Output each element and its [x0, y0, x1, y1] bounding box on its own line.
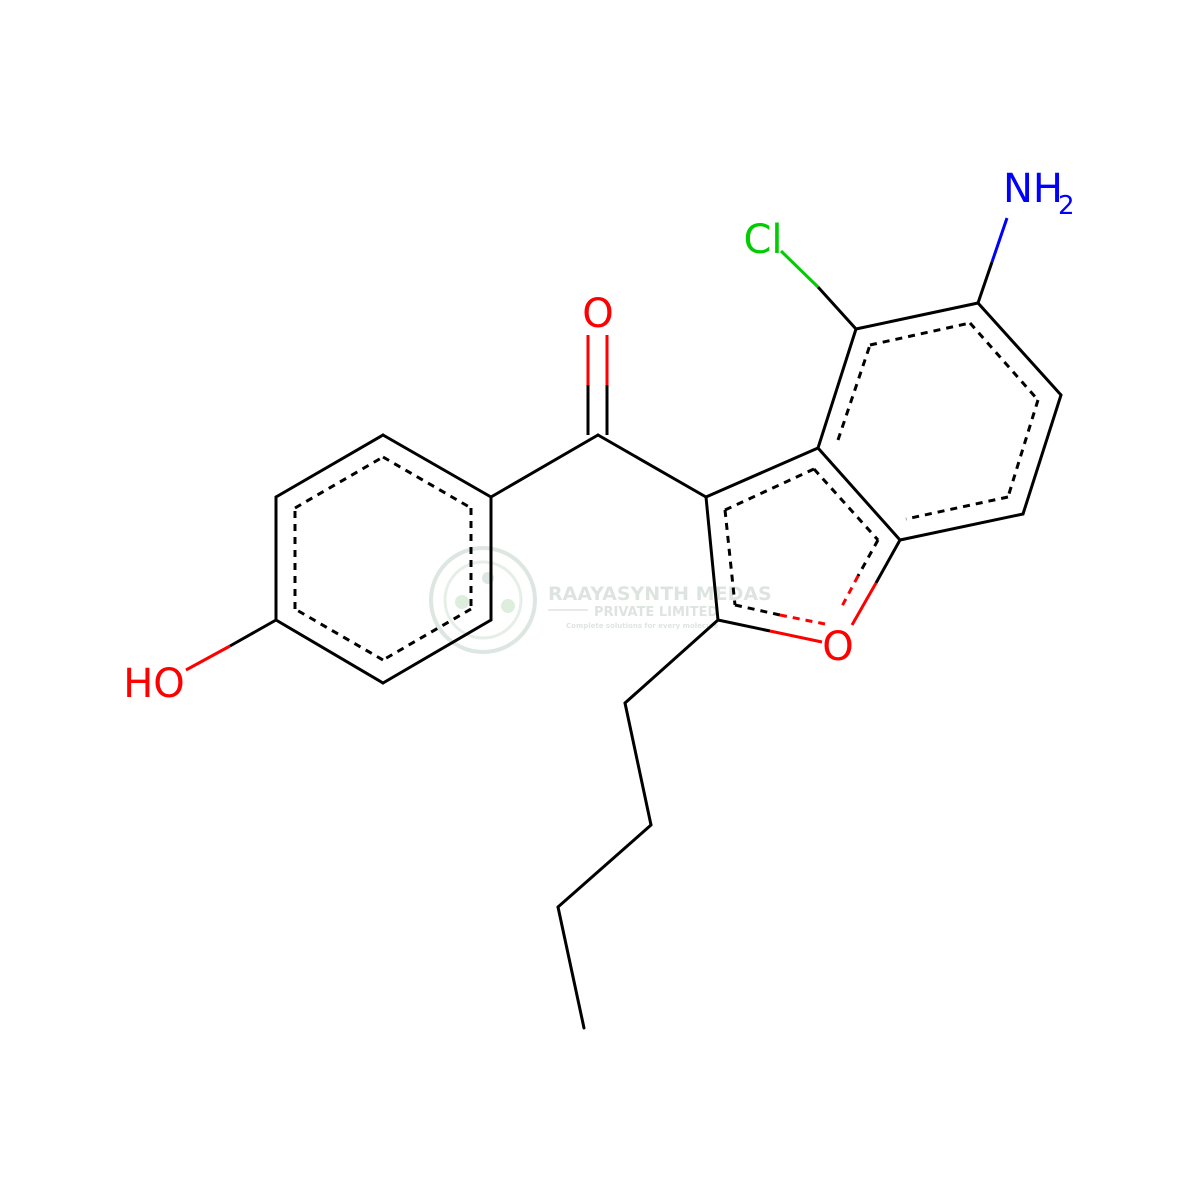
bond [596, 433, 708, 499]
bond [381, 618, 493, 685]
ring-oxygen-label: O [822, 624, 853, 670]
hydroxyl-label: HO [123, 661, 185, 707]
carbonyl-oxygen-label: O [582, 291, 613, 337]
bond [854, 301, 980, 331]
bond [556, 823, 653, 909]
bond [274, 433, 385, 499]
amine-subscript: 2 [1058, 191, 1075, 221]
bond [489, 433, 600, 499]
hetero-bonds [185, 217, 1009, 672]
bonds [274, 301, 1063, 1030]
amine-label: NH [1003, 166, 1063, 212]
bond [898, 512, 1025, 542]
watermark-subtitle: PRIVATE LIMITED [594, 605, 719, 620]
watermark: RAAYASYNTH MEDAS PRIVATE LIMITED Complet… [429, 546, 772, 654]
bond [381, 433, 493, 499]
watermark-name: RAAYASYNTH MEDAS [548, 583, 772, 605]
bond [623, 618, 720, 705]
atom-labels: O O Cl NH 2 HO [123, 166, 1074, 707]
aromatic-bonds [293, 321, 1040, 662]
bond [816, 327, 858, 450]
bond [274, 618, 385, 685]
bond [704, 446, 820, 499]
bond [976, 301, 1063, 397]
bond [623, 701, 653, 827]
bond [704, 495, 720, 622]
bond [1021, 393, 1063, 516]
watermark-tagline: Complete solutions for every molecule [566, 622, 718, 630]
chlorine-label: Cl [743, 217, 782, 263]
watermark-logo-icon [429, 546, 537, 654]
bond [816, 446, 902, 542]
bond [556, 905, 586, 1030]
